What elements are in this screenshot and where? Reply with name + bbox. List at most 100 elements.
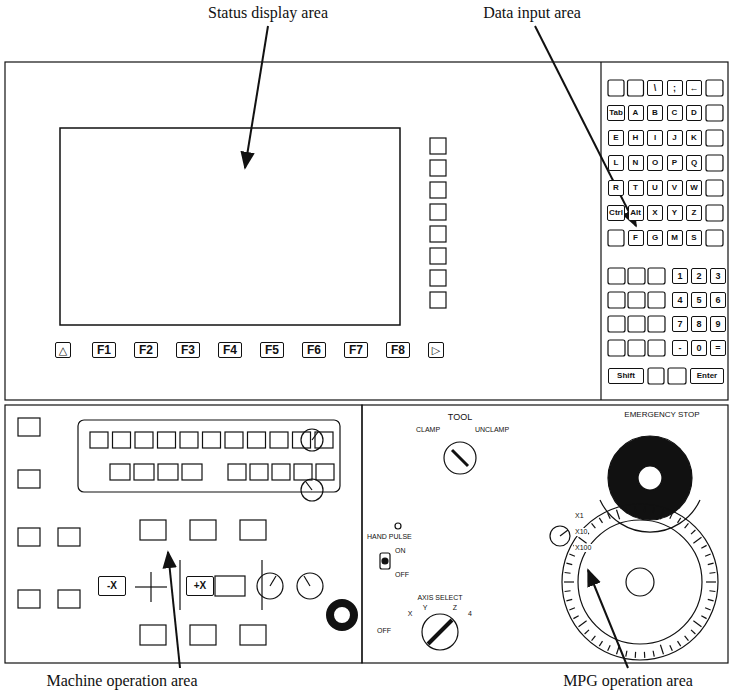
- panel-detail: [608, 513, 611, 518]
- panel-detail: [705, 608, 711, 610]
- panel-detail: [113, 432, 131, 448]
- panel-detail: [678, 518, 681, 523]
- panel-detail: [644, 652, 646, 658]
- key-label: J: [672, 134, 676, 142]
- panel-label: ON: [394, 547, 407, 555]
- key-label: =: [715, 344, 720, 353]
- panel-key: 3: [710, 268, 726, 284]
- panel-detail: [608, 340, 625, 356]
- panel-detail: [628, 292, 645, 308]
- panel-key: 1: [672, 268, 688, 284]
- panel-detail: [626, 507, 627, 513]
- key-label: R: [613, 184, 619, 192]
- panel-detail: [653, 651, 654, 657]
- panel-key: J: [667, 130, 683, 146]
- panel-detail: [628, 316, 645, 332]
- panel-key: X: [647, 205, 663, 221]
- panel-key: ←: [686, 80, 702, 96]
- panel-key: R: [608, 180, 624, 196]
- panel-label: CLAMP: [415, 426, 441, 434]
- panel-label: UNCLAMP: [474, 426, 510, 434]
- panel-detail: [158, 464, 178, 480]
- panel-detail: [706, 155, 723, 171]
- panel-detail: [648, 316, 665, 332]
- panel-label: EMERGENCY STOP: [623, 411, 700, 420]
- panel-detail: [565, 572, 571, 574]
- panel-detail: [608, 316, 625, 332]
- panel-detail: [592, 523, 596, 528]
- panel-detail: [648, 292, 665, 308]
- panel-detail: [250, 464, 268, 480]
- area-label: Status display area: [208, 4, 328, 22]
- key-label: 3: [715, 272, 720, 281]
- panel-detail: [564, 581, 574, 582]
- panel-key: F3: [176, 342, 200, 358]
- panel-key: F6: [302, 342, 326, 358]
- key-label: D: [691, 109, 697, 117]
- panel-detail: [685, 523, 689, 528]
- panel-detail: [203, 432, 221, 448]
- panel-key: -X: [98, 576, 126, 596]
- panel-detail: [135, 432, 153, 448]
- panel-label: HAND PULSE: [366, 533, 413, 541]
- panel-detail: [644, 506, 646, 512]
- key-label: 5: [696, 296, 701, 305]
- panel-detail: [430, 226, 446, 242]
- panel-key: U: [647, 180, 663, 196]
- panel-key: L: [608, 155, 624, 171]
- key-label: B: [652, 109, 658, 117]
- key-label: ←: [690, 84, 699, 93]
- area-label: MPG operation area: [563, 672, 693, 690]
- panel-detail: [90, 432, 108, 448]
- panel-label: X: [407, 610, 414, 618]
- panel-detail: [670, 513, 673, 518]
- panel-detail: [585, 630, 589, 634]
- panel-detail: [566, 599, 572, 600]
- panel-label: OFF: [376, 627, 392, 635]
- panel-detail: [592, 636, 596, 641]
- panel-key: Tab: [607, 105, 625, 121]
- panel-key: F8: [386, 342, 410, 358]
- panel-detail: [430, 138, 446, 154]
- panel-detail: [660, 645, 663, 655]
- key-label: -X: [107, 581, 117, 591]
- panel-detail: [660, 510, 663, 520]
- panel-detail: [430, 248, 446, 264]
- panel-key: ▷: [428, 342, 444, 358]
- panel-key: H: [628, 130, 644, 146]
- key-label: L: [614, 159, 619, 167]
- panel-label: X100: [574, 544, 592, 552]
- panel-key: F2: [134, 342, 158, 358]
- area-label: Machine operation area: [46, 672, 197, 690]
- panel-detail: [608, 230, 624, 246]
- key-label: 2: [696, 272, 701, 281]
- panel-detail: [430, 292, 446, 308]
- panel-key: P: [667, 155, 683, 171]
- panel-key: 0: [691, 340, 707, 356]
- key-label: Q: [691, 159, 697, 167]
- panel-key: E: [608, 130, 624, 146]
- panel-detail: [608, 268, 625, 284]
- key-label: 0: [696, 344, 701, 353]
- key-label: F: [633, 234, 638, 242]
- panel-key: Ctrl: [607, 205, 625, 221]
- panel-detail: [670, 645, 673, 650]
- panel-key: F1: [92, 342, 116, 358]
- key-label: \: [654, 84, 657, 93]
- panel-detail: [430, 204, 446, 220]
- key-label: Y: [672, 209, 677, 217]
- panel-key: W: [686, 180, 702, 196]
- panel-key: F5: [260, 342, 284, 358]
- key-label: -: [679, 344, 682, 353]
- key-label: E: [613, 134, 618, 142]
- panel-key: +X: [186, 576, 214, 596]
- key-label: Shift: [617, 372, 635, 380]
- panel-detail: [569, 608, 575, 610]
- panel-key: -: [672, 340, 688, 356]
- panel-detail: [691, 630, 695, 634]
- panel-label: Y: [422, 604, 429, 612]
- key-label: X: [652, 209, 657, 217]
- panel-detail: [248, 432, 266, 448]
- key-label: 7: [677, 320, 682, 329]
- key-label: N: [633, 159, 639, 167]
